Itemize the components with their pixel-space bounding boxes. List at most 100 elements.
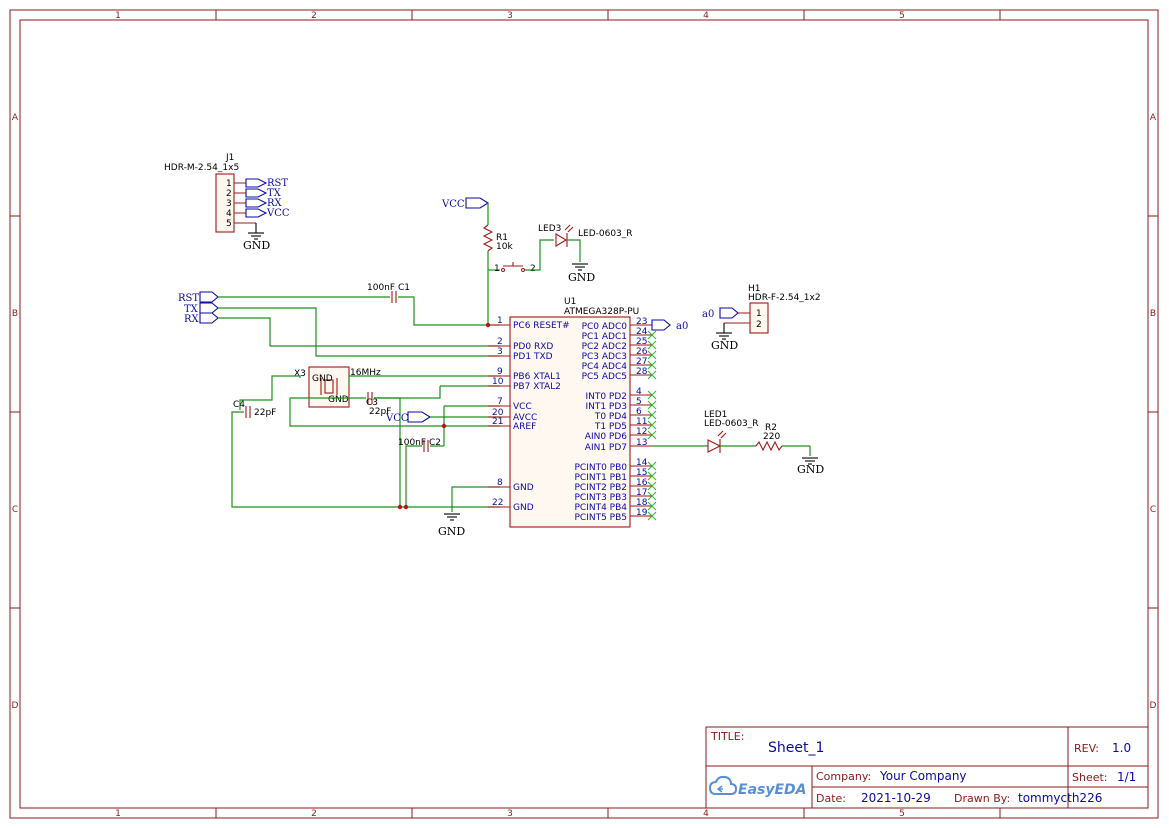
- u1-pin-name-pd4: T0 PD4: [594, 412, 627, 422]
- date-value: 2021-10-29: [861, 791, 931, 805]
- u1-ic[interactable]: U1 ATMEGA328P-PU 1 PC6 RESET# 2 PD0 RXD …: [488, 297, 652, 528]
- u1-pin-name-pc6: PC6 RESET#: [513, 321, 570, 331]
- u1-pin-num-21: 21: [492, 417, 503, 427]
- u1-pin-name-pb0: PCINT0 PB0: [574, 463, 627, 473]
- zone-row-c-right: C: [1150, 505, 1156, 515]
- rev-label: REV:: [1074, 742, 1099, 755]
- x3-crystal[interactable]: X3 16MHz GND GND: [294, 366, 381, 408]
- u1-pin-num-1: 1: [497, 316, 503, 326]
- drawn-by-label: Drawn By:: [954, 792, 1010, 805]
- u1-pin-name-pd0: PD0 RXD: [513, 342, 553, 352]
- company-label: Company:: [816, 770, 871, 783]
- led3-value: LED-0603_R: [578, 229, 633, 239]
- h1-pin-1: 1: [756, 309, 762, 319]
- r2-value: 220: [763, 432, 780, 442]
- x3-gnd-pin-1: GND: [312, 374, 333, 384]
- zone-labels: 1 2 3 4 5 1 2 3 4 5 A B C D A B C D: [12, 11, 1157, 819]
- c2-capacitor[interactable]: 100nF C2: [398, 438, 441, 452]
- c4-ref: C4: [233, 400, 245, 410]
- ground-symbol-r2: GND: [797, 457, 824, 476]
- c1-value: 100nF: [367, 283, 395, 293]
- u1-pin-name-avcc: AVCC: [513, 413, 537, 423]
- h1-header[interactable]: H1 HDR-F-2.54_1x2 1 2: [724, 284, 821, 334]
- u1-pin-name-pd5: T1 PD5: [594, 422, 627, 432]
- zone-col-3-top: 3: [507, 11, 513, 21]
- zone-row-c-left: C: [12, 505, 18, 515]
- j1-ref: J1: [225, 153, 234, 163]
- h1-ref: H1: [748, 284, 761, 294]
- j1-pin-1: 1: [226, 179, 232, 189]
- reset-switch[interactable]: 1 2: [494, 262, 536, 274]
- u1-pin-name-gnd-22: GND: [513, 503, 534, 513]
- h1-value: HDR-F-2.54_1x2: [748, 293, 821, 303]
- rst-port-label: RST: [178, 293, 199, 304]
- c1-capacitor[interactable]: 100nF C1: [367, 283, 410, 303]
- led1-value: LED-0603_R: [704, 419, 759, 429]
- u1-pin-num-12: 12: [636, 427, 647, 437]
- j1-net-tx: TX: [267, 188, 282, 199]
- zone-col-4-top: 4: [703, 11, 709, 21]
- drawn-by-value: tommycth226: [1018, 791, 1102, 805]
- a0-port-h1: a0: [702, 307, 739, 320]
- u1-pin-name-pd2: INT0 PD2: [585, 392, 627, 402]
- j1-header[interactable]: J1 HDR-M-2.54_1x5 1 2 3 4 5: [164, 153, 256, 233]
- junction-gnd-2: [403, 504, 409, 510]
- c2-value: 100nF: [398, 438, 426, 448]
- j1-net-rx: RX: [267, 198, 283, 209]
- j1-net-rst: RST: [267, 178, 288, 189]
- u1-pin-name-pc3: PC3 ADC3: [582, 352, 627, 362]
- u1-pin-name-gnd-8: GND: [513, 483, 534, 493]
- sheet-value: 1/1: [1117, 770, 1136, 784]
- zone-col-1-top: 1: [115, 11, 121, 21]
- ground-symbol-h1: GND: [711, 323, 738, 352]
- c3-capacitor[interactable]: C3 22pF: [366, 392, 391, 417]
- h1-pin-2: 2: [756, 320, 762, 330]
- led3[interactable]: LED3 LED-0603_R: [538, 224, 633, 247]
- zone-row-a-left: A: [12, 113, 19, 123]
- u1-pin-name-pd1: PD1 TXD: [513, 352, 553, 362]
- rx-port-label: RX: [184, 314, 200, 325]
- u1-pin-name-pb1: PCINT1 PB1: [574, 473, 627, 483]
- zone-col-2-top: 2: [311, 11, 317, 21]
- company-value: Your Company: [879, 769, 967, 783]
- r1-resistor[interactable]: R1 10k: [482, 224, 513, 252]
- j1-net-vcc: VCC: [266, 208, 290, 219]
- rst-port: RST: [178, 291, 219, 304]
- c1-ref: C1: [398, 283, 410, 293]
- u1-pin-name-aref: AREF: [513, 422, 536, 432]
- vcc-top-label: VCC: [441, 199, 465, 210]
- zone-row-b-right: B: [1150, 309, 1156, 319]
- gnd-label-led3: GND: [568, 271, 595, 284]
- ground-symbol-u1: GND: [438, 513, 465, 538]
- u1-pin-name-pb6: PB6 XTAL1: [513, 372, 561, 382]
- sw-pin-2: 2: [530, 264, 536, 274]
- u1-pin-num-20: 20: [492, 408, 504, 418]
- u1-pin-num-17: 17: [636, 488, 647, 498]
- u1-pin-num-24: 24: [636, 327, 648, 337]
- u1-value: ATMEGA328P-PU: [564, 307, 639, 317]
- u1-pin-num-22: 22: [492, 498, 503, 508]
- c4-capacitor[interactable]: C4 22pF: [233, 400, 276, 418]
- easyeda-logo: EasyEDA: [738, 782, 807, 798]
- r2-ref: R2: [765, 423, 777, 433]
- u1-pin-num-7: 7: [497, 397, 503, 407]
- u1-pin-num-6: 6: [636, 407, 642, 417]
- zone-col-1-bottom: 1: [115, 809, 121, 819]
- u1-pin-num-11: 11: [636, 417, 647, 427]
- sheet-title: Sheet_1: [768, 740, 824, 756]
- u1-pin-name-pc0: PC0 ADC0: [582, 322, 628, 332]
- u1-pin-num-16: 16: [636, 478, 648, 488]
- r2-resistor[interactable]: R2 220: [755, 423, 783, 452]
- sheet-frame: [9, 9, 1159, 819]
- led3-ref: LED3: [538, 224, 561, 234]
- u1-pin-name-pd6: AIN0 PD6: [585, 432, 627, 442]
- u1-pin-num-8: 8: [497, 478, 503, 488]
- a0-port-h1-label: a0: [702, 309, 714, 320]
- u1-pin-name-pd3: INT1 PD3: [585, 402, 627, 412]
- u1-pin-num-28: 28: [636, 367, 648, 377]
- c3-value: 22pF: [369, 407, 391, 417]
- a0-port-u1: a0: [651, 319, 688, 332]
- rx-port: RX: [184, 312, 219, 325]
- r1-value: 10k: [496, 242, 513, 252]
- zone-col-5-bottom: 5: [899, 809, 905, 819]
